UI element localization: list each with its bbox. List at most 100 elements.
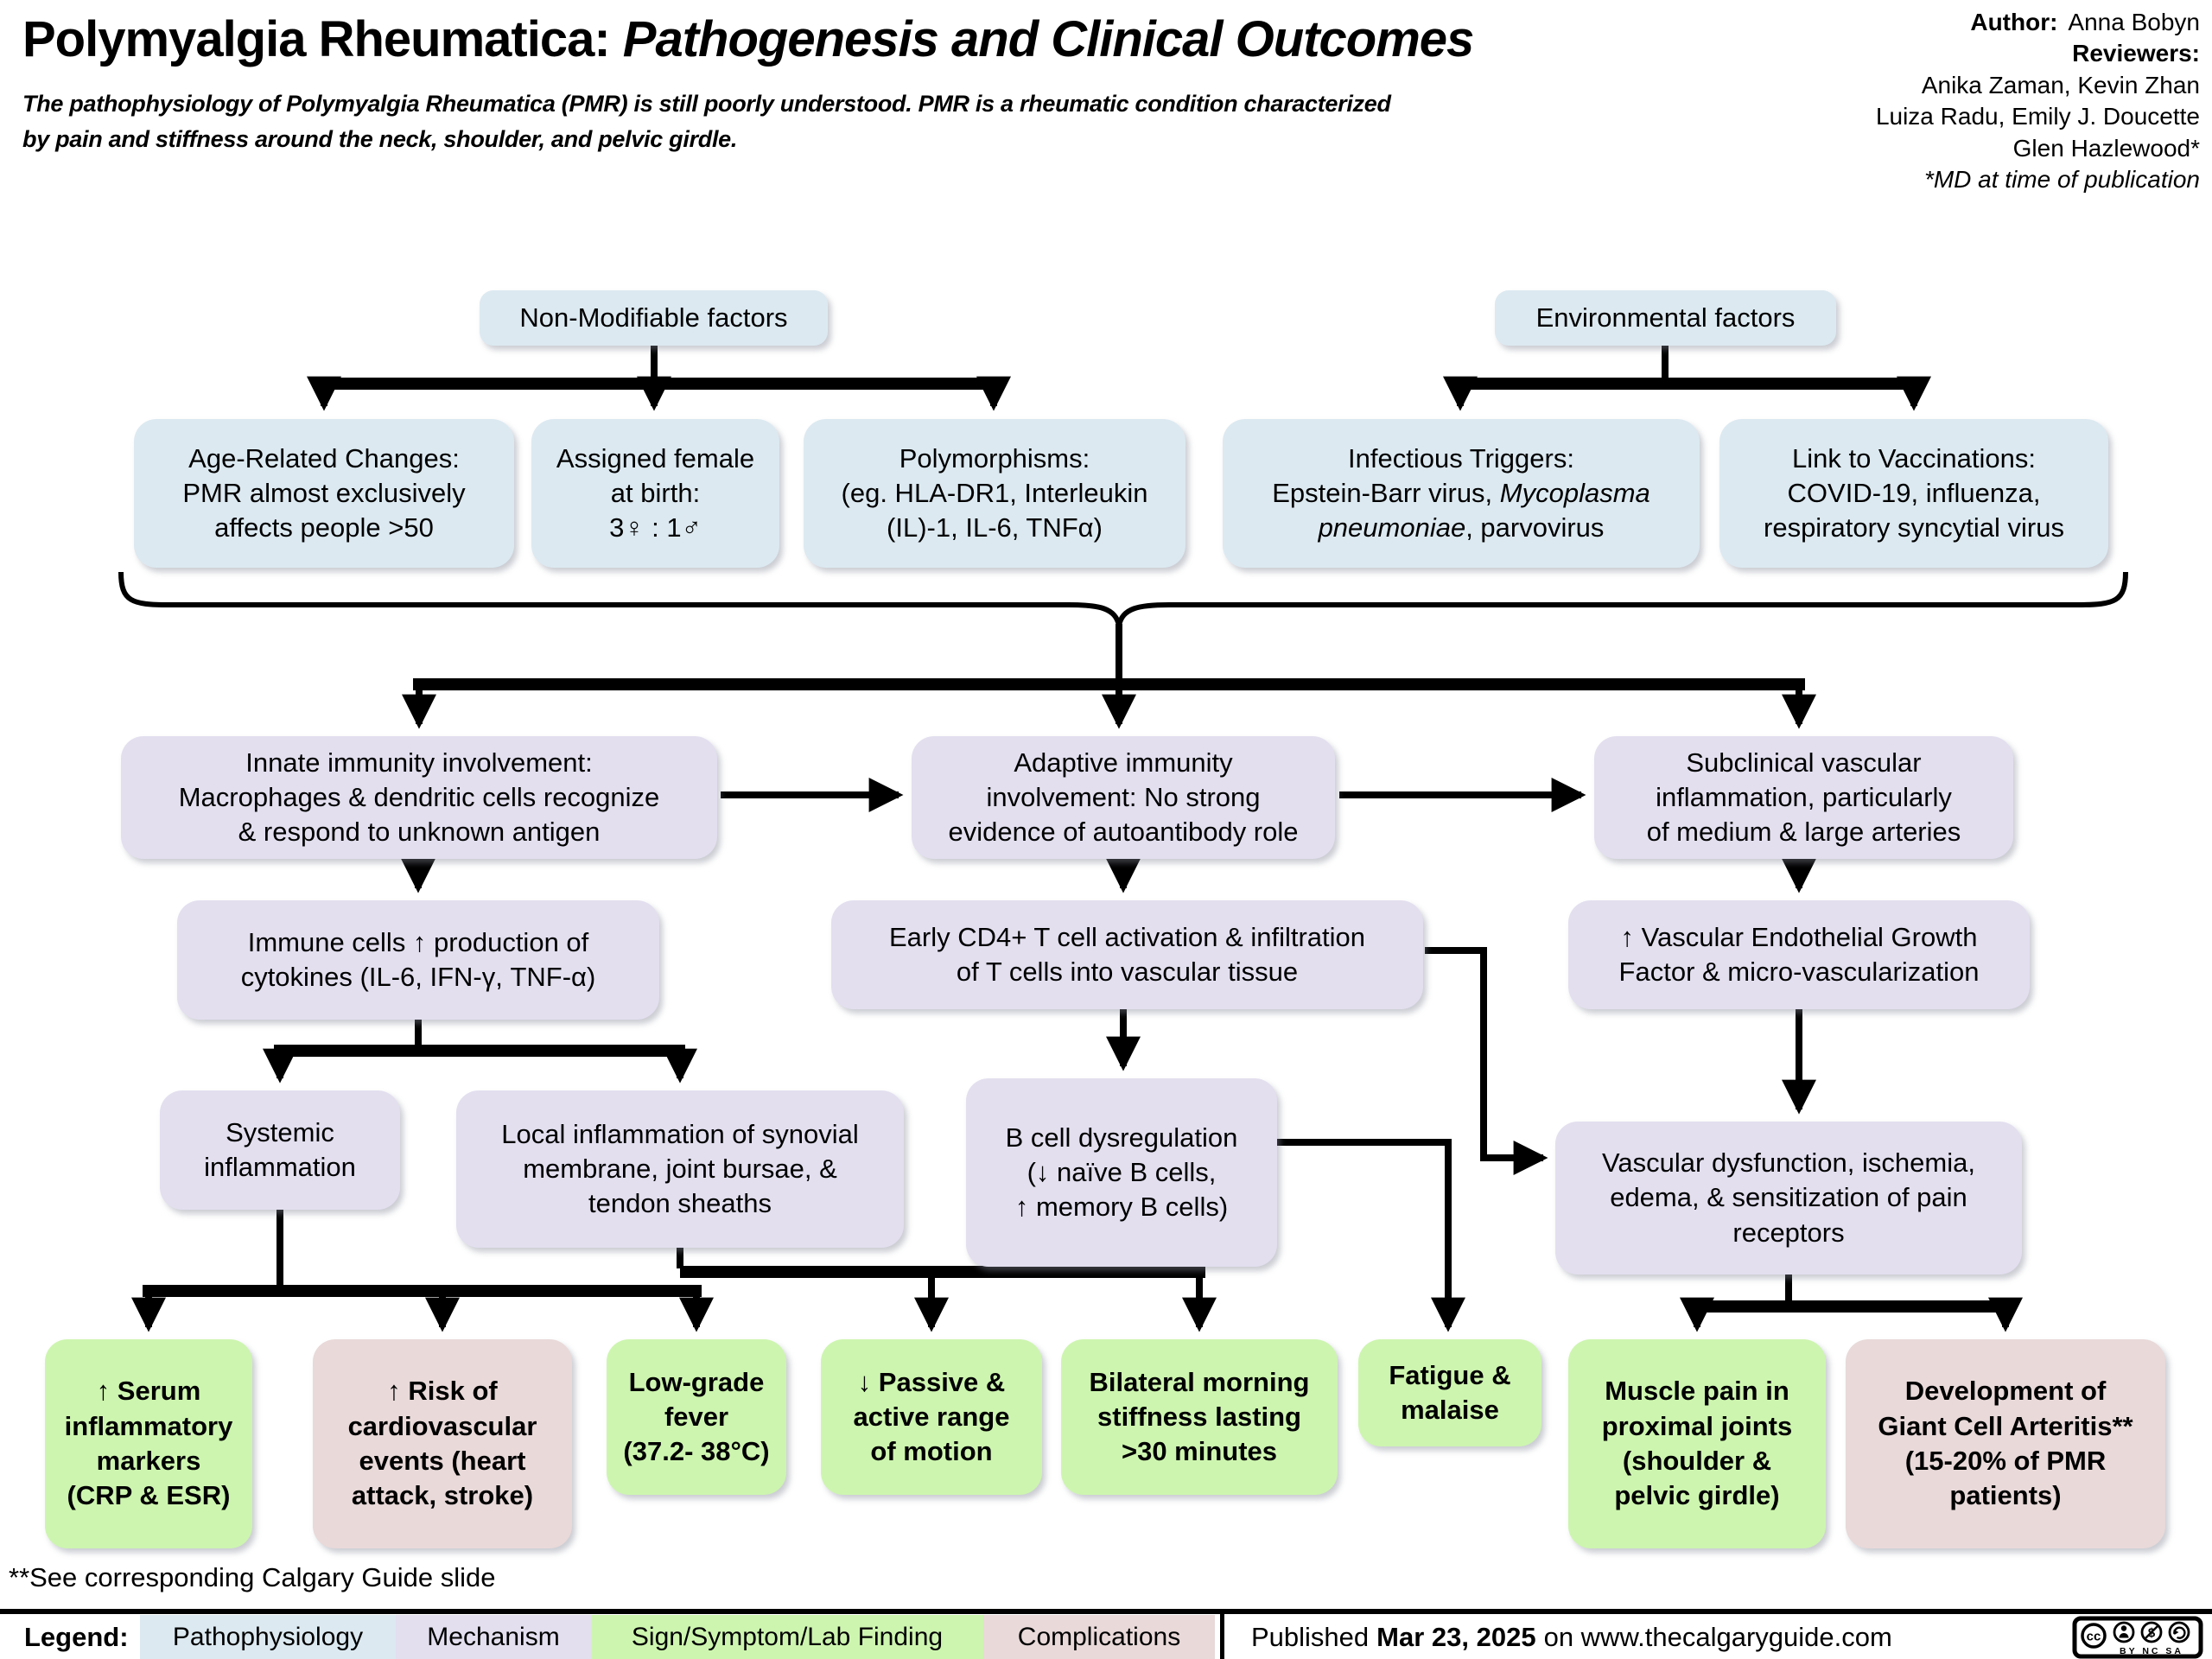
node-line: of T cells into vascular tissue — [956, 957, 1299, 987]
category-environmental-factors: Environmental factors — [1495, 290, 1836, 346]
node-cardiovascular-risk: ↑ Risk of cardiovascular events (heart a… — [313, 1339, 572, 1548]
category-branch-right — [1443, 346, 1931, 411]
node-line: markers — [96, 1446, 201, 1476]
reviewers-label: Reviewers: — [2072, 40, 2200, 67]
legend-divider — [1220, 1609, 1224, 1659]
node-line: Assigned female — [556, 442, 755, 474]
node-line: cytokines (IL-6, IFN-γ, TNF-α) — [240, 962, 596, 992]
node-line: membrane, joint bursae, & — [523, 1153, 837, 1184]
page-subtitle: The pathophysiology of Polymyalgia Rheum… — [22, 86, 1391, 156]
node-text-italic: pneumoniae — [1318, 512, 1466, 543]
reviewer-line: Luiza Radu, Emily J. Doucette — [1875, 103, 2200, 130]
node-line: ↓ Passive & — [857, 1366, 1006, 1397]
node-line: events (heart — [359, 1446, 526, 1476]
node-line: involvement: No strong — [986, 781, 1261, 812]
node-fatigue-malaise: Fatigue & malaise — [1358, 1339, 1541, 1446]
legend-chip-sign-symptom: Sign/Symptom/Lab Finding — [591, 1615, 983, 1659]
node-line: ↑ Serum — [96, 1376, 201, 1407]
node-line: (shoulder & — [1622, 1446, 1772, 1476]
node-line: (↓ naïve B cells, — [1027, 1156, 1217, 1187]
node-vegf-microvascularization: ↑ Vascular Endothelial Growth Factor & m… — [1568, 900, 2030, 1009]
legend-top-rule — [0, 1609, 2212, 1614]
reviewer-line: Glen Hazlewood* — [2012, 134, 2200, 162]
node-text: Infectious Triggers: — [1348, 442, 1574, 474]
node-adaptive-immunity: Adaptive immunity involvement: No strong… — [912, 736, 1335, 859]
node-line: Bilateral morning — [1089, 1366, 1310, 1397]
cc-by-nc-sa-icon: cc $ BY NC SA — [2072, 1616, 2203, 1659]
node-immune-cells-cytokines: Immune cells ↑ production of cytokines (… — [177, 900, 659, 1020]
category-label: Non-Modifiable factors — [519, 302, 788, 333]
footnote: **See corresponding Calgary Guide slide — [9, 1562, 496, 1592]
brace-and-main-branch — [118, 571, 2128, 729]
node-line: pneumoniae, parvovirus — [1319, 511, 1605, 545]
node-early-cd4-t-cell-activation: Early CD4+ T cell activation & infiltrat… — [831, 900, 1423, 1009]
node-line: Adaptive immunity — [1014, 747, 1233, 778]
published-date: Mar 23, 2025 — [1376, 1621, 1536, 1652]
node-line: of motion — [870, 1436, 993, 1467]
node-line: PMR almost exclusively — [182, 477, 466, 508]
node-line: active range — [853, 1401, 1010, 1432]
node-link-to-vaccinations: Link to Vaccinations: COVID-19, influenz… — [1719, 419, 2108, 568]
legend-chip-mechanism: Mechanism — [396, 1615, 591, 1659]
nc-dollar-icon: $ — [2140, 1621, 2163, 1643]
node-line: inflammation, particularly — [1656, 781, 1952, 812]
node-line: ↑ Vascular Endothelial Growth — [1620, 921, 1978, 952]
node-line: of medium & large arteries — [1646, 817, 1961, 848]
node-line: Immune cells ↑ production of — [247, 926, 589, 957]
node-line: Epstein-Barr virus, Mycoplasma — [1272, 476, 1650, 511]
node-line: COVID-19, influenza, — [1787, 477, 2041, 508]
node-line: attack, stroke) — [351, 1480, 534, 1511]
node-line: Innate immunity involvement: — [245, 747, 593, 778]
node-line: tendon sheaths — [588, 1188, 772, 1219]
node-text: Epstein-Barr virus, — [1272, 477, 1500, 508]
legend-chip-label: Complications — [1017, 1622, 1181, 1651]
node-subclinical-vascular-inflammation: Subclinical vascular inflammation, parti… — [1594, 736, 2013, 859]
node-bilateral-morning-stiffness: Bilateral morning stiffness lasting >30 … — [1061, 1339, 1338, 1495]
node-line: affects people >50 — [214, 512, 434, 543]
node-line: respiratory syncytial virus — [1764, 512, 2064, 543]
credits-block: Author:Anna Bobyn Reviewers: Anika Zaman… — [1876, 7, 2200, 195]
node-serum-inflammatory-markers: ↑ Serum inflammatory markers (CRP & ESR) — [45, 1339, 252, 1548]
node-line: (IL)-1, IL-6, TNFα) — [887, 512, 1103, 543]
node-line: Subclinical vascular — [1686, 747, 1922, 778]
node-line: (eg. HLA-DR1, Interleukin — [841, 477, 1148, 508]
node-line: Infectious Triggers: — [1348, 442, 1574, 476]
published-line: Published Mar 23, 2025 on www.thecalgary… — [1251, 1615, 1900, 1659]
node-line: Early CD4+ T cell activation & infiltrat… — [888, 921, 1366, 952]
node-polymorphisms: Polymorphisms: (eg. HLA-DR1, Interleukin… — [804, 419, 1185, 568]
legend-chip-label: Sign/Symptom/Lab Finding — [631, 1622, 944, 1651]
node-line: ↑ Risk of — [387, 1376, 498, 1407]
reviewer-line: Anika Zaman, Kevin Zhan — [1921, 71, 2200, 99]
cc-license-badge: cc $ BY NC SA — [2072, 1616, 2203, 1659]
legend-chip-complications: Complications — [983, 1615, 1215, 1659]
node-line: Development of — [1904, 1376, 2107, 1407]
node-age-related-changes: Age-Related Changes: PMR almost exclusiv… — [134, 419, 514, 568]
node-line: & respond to unknown antigen — [238, 817, 601, 848]
node-muscle-pain-proximal-joints: Muscle pain in proximal joints (shoulder… — [1568, 1339, 1826, 1548]
node-text: , parvovirus — [1465, 512, 1605, 543]
node-text-italic: Mycoplasma — [1499, 477, 1650, 508]
node-line: Low-grade — [628, 1366, 765, 1397]
legend-label: Legend: — [24, 1621, 129, 1652]
node-line: Muscle pain in — [1605, 1376, 1789, 1407]
node-systemic-inflammation: Systemic inflammation — [160, 1090, 400, 1210]
node-line: inflammation — [204, 1152, 356, 1182]
author-line: Author:Anna Bobyn — [1876, 7, 2200, 38]
node-line: fever — [664, 1401, 729, 1432]
legend-chip-label: Mechanism — [427, 1622, 560, 1651]
author-name: Anna Bobyn — [2068, 9, 2200, 35]
node-line: Fatigue & — [1389, 1359, 1511, 1390]
node-line: patients) — [1949, 1480, 2062, 1511]
subtitle-line-2: by pain and stiffness around the neck, s… — [22, 125, 738, 152]
legend-chip-label: Pathophysiology — [172, 1622, 364, 1651]
node-assigned-female-at-birth: Assigned female at birth: 3♀ : 1♂ — [531, 419, 779, 568]
category-label: Environmental factors — [1535, 302, 1796, 333]
published-site: on www.thecalgaryguide.com — [1543, 1621, 1892, 1652]
node-line: Local inflammation of synovial — [501, 1118, 859, 1149]
node-line: (CRP & ESR) — [67, 1480, 231, 1511]
node-vascular-dysfunction: Vascular dysfunction, ischemia, edema, &… — [1555, 1122, 2022, 1274]
node-line: (15-20% of PMR — [1904, 1446, 2107, 1476]
node-line: 3♀ : 1♂ — [609, 512, 702, 543]
node-b-cell-dysregulation: B cell dysregulation (↓ naïve B cells, ↑… — [966, 1078, 1277, 1267]
